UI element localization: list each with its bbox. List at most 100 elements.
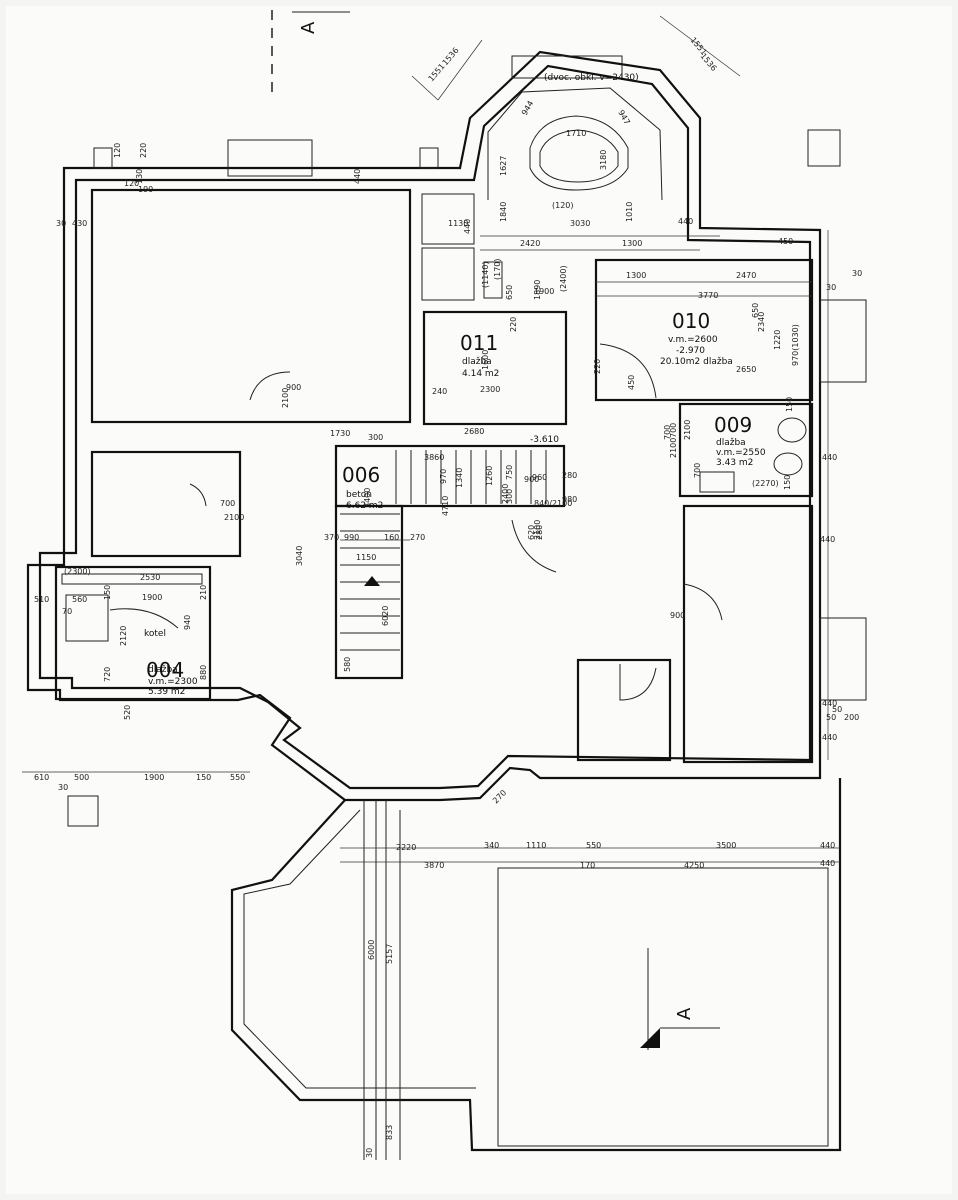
room-011 [422, 310, 568, 426]
dimension-label-lower_hall: 30 [365, 1148, 374, 1158]
lower-hall [67, 129, 867, 1160]
dimension-label-bottom_left: 1900 [144, 773, 164, 782]
dimension-label-top_row: 30 [56, 219, 66, 228]
bay-note: (dvoc. obkl. v=2430) [544, 73, 639, 83]
dimension-label-top_row: 440 [463, 219, 472, 234]
room-label-010: 010 v.m.=2600 -2.970 20.10m2 dlažba [660, 309, 733, 367]
dimension-label-bay: 1010 [625, 202, 634, 222]
room-004 [54, 565, 212, 701]
dimension-label-bay: (120) [552, 201, 574, 210]
dimension-label-doors: 620 [527, 525, 536, 540]
room-010-line-1: v.m.=2600 [668, 335, 718, 345]
room-009-line-2: v.m.=2550 [716, 448, 766, 458]
dimension-label-rooms_010: 970(1030) [791, 324, 800, 366]
room-009-line-3: 3.43 m2 [716, 458, 753, 468]
dimension-label-stairs: 270 [410, 533, 425, 542]
dimension-label-rooms_010: 450 [627, 375, 636, 390]
dimension-label-room_004: 940 [183, 615, 192, 630]
level-mark-stairs: -3.610 [530, 435, 559, 445]
dimension-label-top_row: 190 [138, 185, 153, 194]
dimension-label-lower_hall: 440 [820, 841, 835, 850]
dimension-label-doors: 900 [670, 611, 685, 620]
room-009-number: 009 [714, 413, 752, 437]
dimension-label-top_row: 430 [72, 219, 87, 228]
dimension-label-lower_hall: 440 [820, 859, 835, 868]
dimension-label-rooms_011: 650 [505, 285, 514, 300]
dimension-label-bottom_left: 30 [58, 783, 68, 792]
dimension-label-room_004: 520 [123, 705, 132, 720]
dimension-label-doors: 700 [693, 463, 702, 478]
dimension-label-lower_hall: 5157 [385, 944, 394, 964]
dimension-label-stairs: 960 [532, 473, 547, 482]
dimension-label-top_row: (170) [493, 258, 502, 280]
dimension-label-stairs: 300 [505, 489, 514, 504]
dimension-label-right: 50 [826, 713, 836, 722]
dimension-label-stairs: 2680 [464, 427, 484, 436]
dimension-label-doors: 2100 [533, 520, 542, 540]
room-label-006: 006 beton 6.62 m2 [342, 463, 383, 511]
dimension-label-stairs: 970 [439, 469, 448, 484]
dimension-lines [22, 230, 840, 863]
dimension-label-top_row: 450 [778, 237, 793, 246]
dimension-label-stairs: 3040 [295, 546, 304, 566]
room-011-number: 011 [460, 331, 498, 355]
dimension-label-rooms_010: 220 [593, 359, 602, 374]
dimension-label-stairs: 1260 [485, 466, 494, 486]
dimension-label-rooms_010: 2470 [736, 271, 756, 280]
dimension-label-rooms_011: 1890 [533, 280, 542, 300]
dimension-label-stairs: 4710 [441, 496, 450, 516]
dimension-label-doors: 2100 [669, 438, 678, 458]
dimension-label-stairs: 3860 [424, 453, 444, 462]
room-label-009: 009 dlažba v.m.=2550 3.43 m2 [714, 413, 766, 468]
dimension-label-room_009: 700 [663, 425, 672, 440]
dimension-label-bottom_left: 610 [34, 773, 49, 782]
dimension-label-top_row: 2420 [520, 239, 540, 248]
dimension-label-rooms_011: (2400) [559, 265, 568, 292]
room-004-number: 004 [146, 658, 184, 682]
dimension-label-lower_hall: 2220 [396, 843, 416, 852]
dimension-label-room_004: 880 [199, 665, 208, 680]
bay-window [411, 15, 741, 201]
dimension-label-rooms_011: 1900 [534, 287, 554, 296]
room-004-line-1: kotel [144, 629, 166, 639]
room-middle-left [90, 450, 242, 558]
room-010-line-3: 20.10m2 dlažba [660, 357, 733, 367]
room-009-line-1: dlažba [716, 438, 746, 448]
room-010-number: 010 [672, 309, 710, 333]
dimension-label-lower_hall: 550 [586, 841, 601, 850]
room-006-line-2: 6.62 m2 [346, 501, 383, 511]
section-line-top: A [271, 10, 350, 100]
dimension-label-lower_hall: 833 [385, 1125, 394, 1140]
dimension-label-top_row: 1300 [626, 271, 646, 280]
section-label-top: A [298, 21, 319, 34]
dimension-label-top_row: 220 [139, 143, 148, 158]
room-right-middle [682, 504, 814, 764]
dimension-label-right: 440 [822, 733, 837, 742]
wc-block [421, 193, 503, 301]
dimension-label-room_009: (2270) [752, 479, 779, 488]
dimension-label-top_row: 130 [135, 169, 144, 184]
dimension-label-bottom_left: 150 [196, 773, 211, 782]
dimension-label-top_row: (1140) [481, 261, 490, 288]
room-011-line-2: 4.14 m2 [462, 369, 499, 379]
dimension-label-top_row: 30 [852, 269, 862, 278]
dimension-label-stairs: 300 [368, 433, 383, 442]
dimension-label-rooms_010: 650 [751, 303, 760, 318]
room-small-center [576, 658, 672, 762]
dimension-label-stairs: 900 [524, 475, 539, 484]
dimension-label-doors: 700 [669, 423, 678, 438]
dimension-label-lower_hall: 3870 [424, 861, 444, 870]
dimension-label-room_004: 210 [199, 585, 208, 600]
section-label-bottom: A [674, 1007, 695, 1020]
dimension-label-room_004: 70 [62, 607, 72, 616]
stair-006 [334, 444, 566, 680]
dimension-label-room_009: 2100 [683, 420, 692, 440]
dimension-label-room_004: 560 [72, 595, 87, 604]
dimension-label-stairs: 160 [384, 533, 399, 542]
dimension-label-stairs: 370 [324, 533, 339, 542]
room-label-011: 011 dlažba 4.14 m2 [460, 331, 499, 379]
dimension-label-room_009: 150 [783, 475, 792, 490]
dimension-label-doors: 2100 [224, 513, 244, 522]
room-009 [678, 402, 814, 498]
